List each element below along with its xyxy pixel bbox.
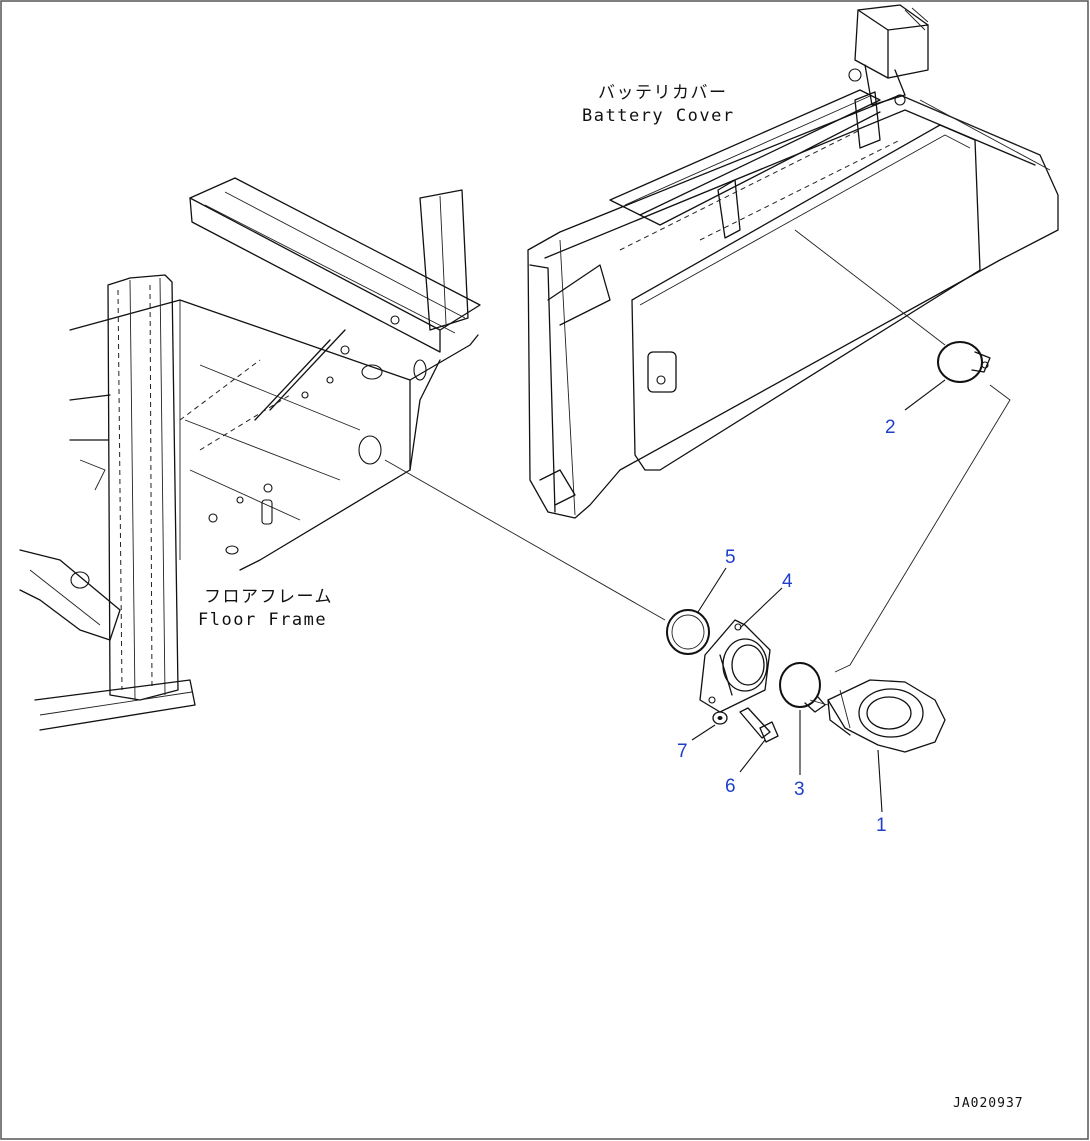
battery-cover-label-en: Battery Cover [582,106,735,126]
part-5-ring [666,609,710,655]
drawing-id: JA020937 [953,1096,1024,1111]
part-2-clamp [937,341,991,383]
part-7-washer [712,711,728,725]
callout-6: 6 [725,776,736,797]
floor-frame-drawing [19,177,481,731]
part-6-bolt [739,707,779,743]
floor-frame-label-en: Floor Frame [198,610,327,630]
battery-cover-label-jp: バッテリカバー [598,83,728,103]
leader-lines [691,379,946,813]
part-1-duct [827,679,946,753]
part-4-flange [699,619,771,713]
callout-1: 1 [876,815,887,836]
floor-frame-label-jp: フロアフレーム [204,587,333,607]
callout-2: 2 [885,417,896,438]
callout-7: 7 [677,741,688,762]
battery-cover-drawing [527,4,1059,519]
callout-4: 4 [782,571,793,592]
part-3-clamp [779,662,826,713]
callout-3: 3 [794,779,805,800]
callout-5: 5 [725,547,736,568]
assembly-lines [384,229,1011,706]
